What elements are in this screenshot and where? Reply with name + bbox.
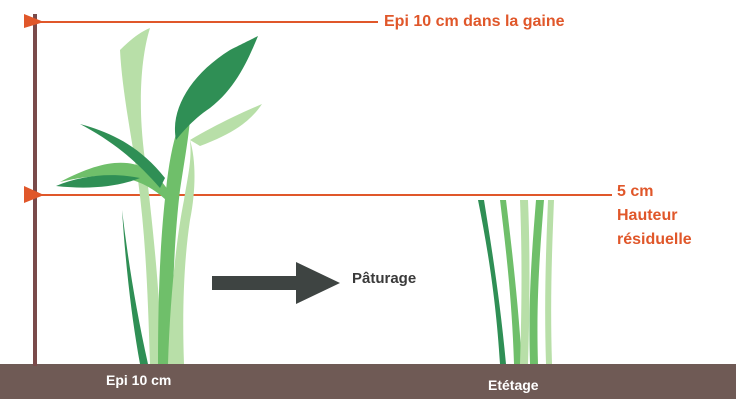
grazing-arrow: [212, 262, 340, 304]
residual-line-flag: [24, 186, 44, 203]
arrow-shaft: [212, 276, 304, 290]
tall-plant-leaf: [190, 104, 262, 146]
tall-plant-leaf: [60, 162, 172, 200]
grazing-label: Pâturage: [352, 270, 417, 287]
cut-plant-label: Etétage: [488, 377, 539, 393]
ground-strip: [0, 364, 736, 399]
tall-plant-stem: [120, 28, 162, 364]
tall-plant-label: Epi 10 cm: [106, 372, 172, 388]
vertical-post: [33, 14, 37, 366]
cut-plant-stem: [545, 200, 554, 364]
cut-plant-stem: [478, 200, 506, 364]
tall-plant: [56, 28, 262, 364]
tall-plant-stem: [168, 140, 195, 364]
tall-plant-stem: [158, 100, 191, 364]
residual-height-label-line2: résiduelle: [617, 231, 692, 248]
arrow-head: [296, 262, 340, 304]
cut-plant-stem: [529, 200, 544, 364]
residual-height-value: 5 cm: [617, 183, 654, 200]
cut-plant: [478, 200, 554, 364]
top-line-label: Epi 10 cm dans la gaine: [384, 13, 565, 30]
cut-plant-stem: [520, 200, 530, 364]
residual-height-label-line1: Hauteur: [617, 207, 678, 224]
cut-plant-stem: [500, 200, 522, 364]
top-line-flag: [24, 14, 44, 28]
tall-plant-leaf: [122, 210, 148, 364]
tall-plant-leaf: [80, 124, 165, 188]
tall-plant-leaf: [56, 175, 140, 188]
tall-plant-leaf: [174, 36, 258, 140]
